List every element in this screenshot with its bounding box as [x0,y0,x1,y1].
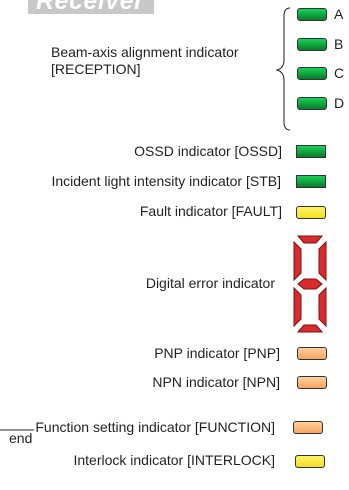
reception-label-line1: Beam-axis alignment indicator [51,44,239,60]
fault-label: Fault indicator [FAULT] [139,203,282,219]
segment-bottom-d [296,324,324,333]
fault-led [296,206,326,219]
function-label: Function setting indicator [FUNCTION] [35,419,275,435]
npn-led [297,376,327,389]
channel-label-b: B [334,36,344,52]
digital-error-label: Digital error indicator [145,275,275,291]
segment-top-b [318,240,327,282]
end-fragment: end [9,430,33,446]
npn-label: NPN indicator [NPN] [152,374,280,390]
stb-label: Incident light intensity indicator [STB] [51,173,281,189]
reception-led-b [297,38,327,51]
interlock-label: Interlock indicator [INTERLOCK] [73,452,275,468]
segment-bottom-c [318,286,327,328]
pnp-led [297,347,327,360]
channel-label-a: A [334,6,344,22]
ossd-label: OSSD indicator [OSSD] [134,143,282,159]
segment-top-a [296,235,324,244]
reception-led-c [297,67,327,80]
channel-label-c: C [334,65,345,81]
title-band [28,0,154,14]
ossd-led [296,145,326,158]
segment-top-g [297,278,323,290]
segment-top-f [293,240,302,282]
pnp-label: PNP indicator [PNP] [154,345,280,361]
channel-label-d: D [334,95,345,111]
diagram-title: Receiver [36,0,145,15]
reception-led-d [297,97,327,110]
stb-led [296,175,326,188]
interlock-led [295,455,325,468]
function-led [293,421,323,434]
segment-bottom-e [293,286,302,328]
reception-label-line2: [RECEPTION] [51,61,141,77]
reception-brace [275,7,291,131]
reception-led-a [297,8,327,21]
